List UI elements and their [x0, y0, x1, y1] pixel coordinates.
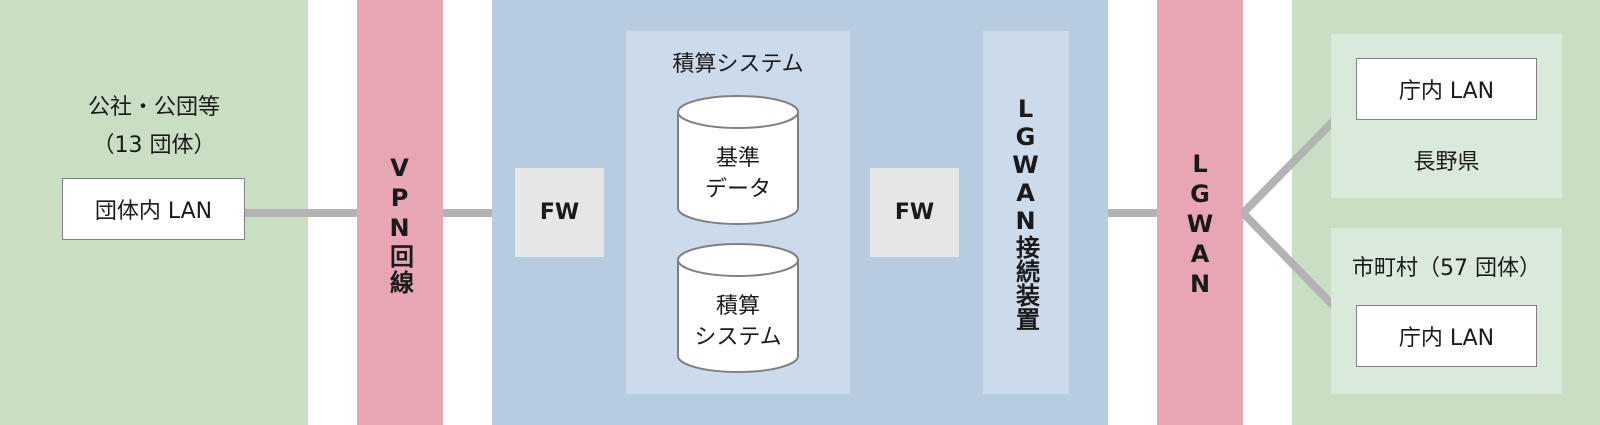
municipal-lan-box: 庁内 LAN [1356, 305, 1537, 367]
database-standard-data: 基準 データ [676, 94, 800, 228]
database-standard-label: 基準 データ [704, 146, 771, 202]
vpn-label: VPN回線 [385, 154, 414, 296]
municipal-title: 市町村（57 団体） [1352, 256, 1541, 281]
fw-left: FW [515, 168, 604, 257]
vpn-label-wrap: VPN回線 [357, 150, 443, 300]
connector-vpn-center [443, 209, 492, 217]
group-title: 公社・公団等 [87, 95, 220, 120]
lgwan-label: LGWAN [1186, 150, 1214, 300]
lgwan-device-label: LGWAN接続装置 [1011, 94, 1040, 331]
fw-right: FW [870, 168, 959, 257]
database-system-label: 積算 システム [694, 294, 782, 350]
system-title: 積算システム [672, 52, 804, 77]
lgwan-label-wrap: LGWAN [1157, 145, 1243, 305]
prefecture-lan-box: 庁内 LAN [1356, 58, 1537, 120]
database-system: 積算 システム [676, 242, 800, 376]
vpn-band [357, 0, 443, 425]
connector-center-lgwan [1108, 209, 1157, 217]
lgwan-band [1157, 0, 1243, 425]
prefecture-name: 長野県 [1413, 150, 1480, 175]
lgwan-device-panel: LGWAN接続装置 [983, 31, 1069, 394]
group-lan-box: 団体内 LAN [62, 178, 245, 240]
group-count: （13 団体） [92, 133, 216, 158]
connector-lan-vpn [245, 209, 357, 217]
